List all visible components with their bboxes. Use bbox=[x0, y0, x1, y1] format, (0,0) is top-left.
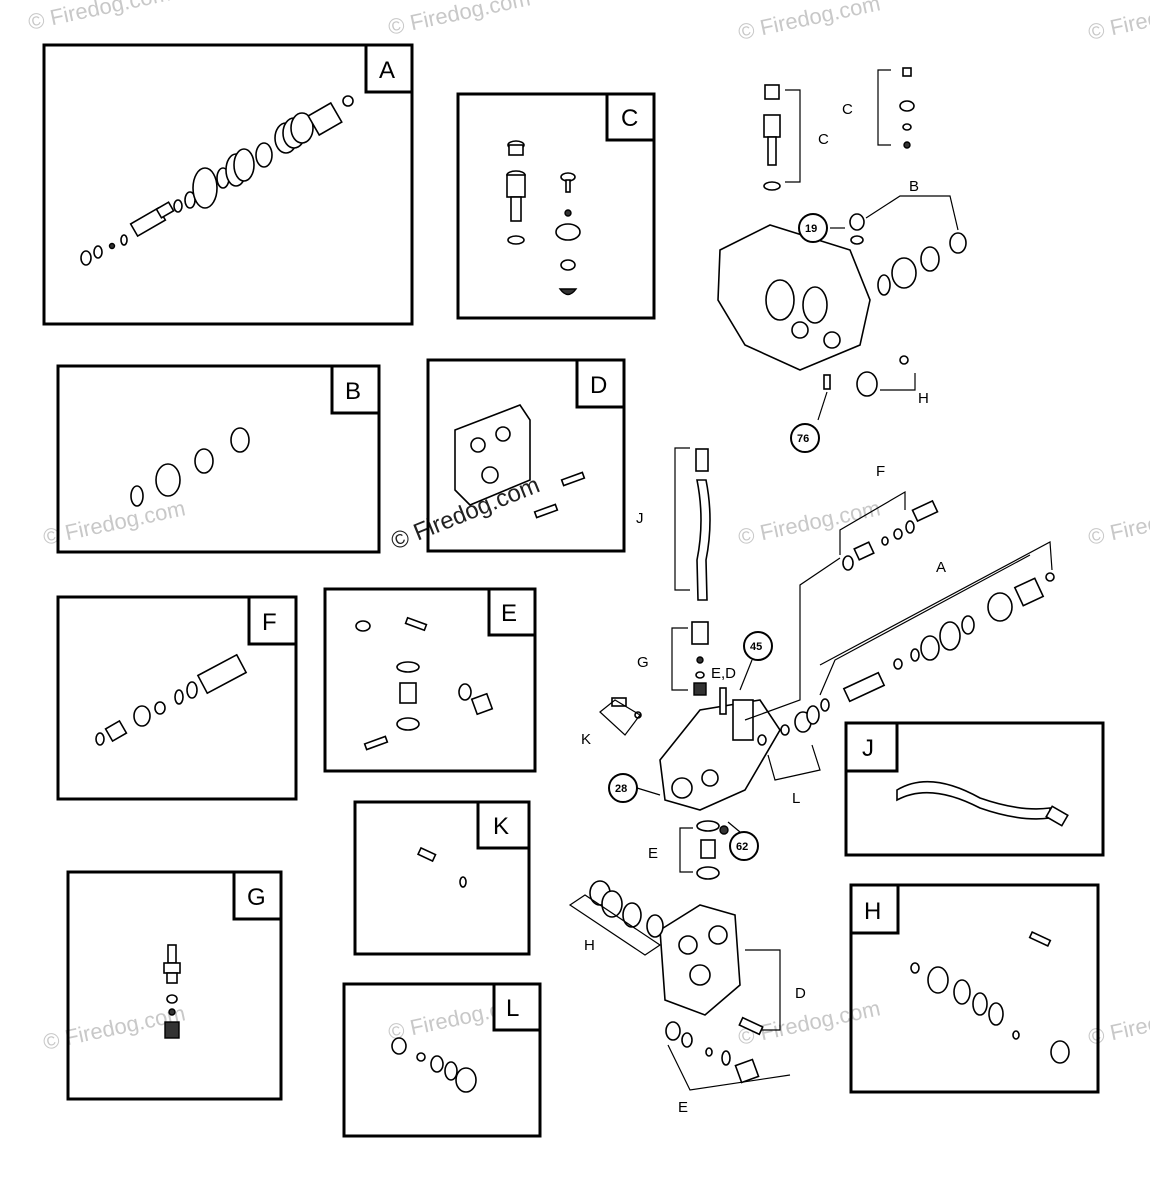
kit-box-b: B bbox=[56, 364, 381, 554]
callout-k: K bbox=[581, 731, 591, 748]
kit-box-c: C bbox=[456, 92, 656, 320]
kit-tag-b: B bbox=[330, 364, 381, 415]
kit-box-j: J bbox=[844, 721, 1105, 857]
kit-label-d: D bbox=[590, 372, 607, 399]
callout-l: L bbox=[792, 790, 800, 807]
watermark: © Firedog.com bbox=[41, 495, 188, 550]
callout-e-middle: E bbox=[648, 845, 658, 862]
kit-label-c: C bbox=[621, 105, 638, 132]
kit-h-parts bbox=[910, 930, 1070, 1064]
kit-label-b: B bbox=[345, 378, 361, 405]
kit-tag-c: C bbox=[605, 92, 656, 142]
callout-b: B bbox=[909, 178, 919, 195]
watermark: © Firedog.com bbox=[1086, 995, 1150, 1050]
kit-e-parts bbox=[355, 616, 494, 751]
kit-c-parts bbox=[506, 140, 581, 296]
kit-tag-e: E bbox=[487, 587, 537, 637]
kit-box-f: F bbox=[56, 595, 298, 801]
ref-45-label: 45 bbox=[750, 641, 762, 653]
callout-d-lower: D bbox=[795, 985, 806, 1002]
callout-e-d: E,D bbox=[711, 665, 736, 682]
watermark: © Firedog.com bbox=[26, 0, 173, 35]
ref-19: 19 bbox=[798, 213, 828, 243]
kit-tag-d: D bbox=[575, 358, 626, 409]
watermark: © Firedog.com bbox=[1086, 495, 1150, 550]
watermark: © Firedog.com bbox=[736, 995, 883, 1050]
kit-box-d: D bbox=[426, 358, 626, 553]
callouts: C C B H F A J G E,D K L E H D E bbox=[581, 101, 946, 1116]
kit-tag-k: K bbox=[476, 800, 531, 850]
pump-assembly-lower bbox=[568, 447, 1055, 1091]
kit-j-parts bbox=[896, 780, 1069, 827]
kit-tag-j: J bbox=[844, 721, 899, 773]
kit-tag-g: G bbox=[232, 870, 283, 921]
callout-c-upper: C bbox=[818, 131, 829, 148]
kit-label-j: J bbox=[862, 735, 874, 762]
ref-62: 62 bbox=[729, 831, 759, 861]
watermark: © Firedog.com bbox=[386, 0, 533, 40]
kit-box-g: G bbox=[66, 870, 283, 1101]
kit-l-parts bbox=[391, 1037, 477, 1093]
kit-box-h: H bbox=[849, 883, 1100, 1094]
callout-g: G bbox=[637, 654, 649, 671]
callout-h-lower: H bbox=[584, 937, 595, 954]
kit-label-f: F bbox=[262, 609, 277, 636]
kit-box-e: E bbox=[323, 587, 537, 773]
watermark: © Firedog.com bbox=[736, 495, 883, 550]
kit-box-a: A bbox=[42, 43, 414, 326]
kit-box-l: L bbox=[342, 982, 542, 1138]
kit-tag-a: A bbox=[364, 43, 414, 94]
callout-c-right: C bbox=[842, 101, 853, 118]
callout-j: J bbox=[636, 510, 644, 527]
watermark: © Firedog.com bbox=[736, 0, 883, 45]
kit-label-k: K bbox=[493, 813, 509, 840]
kit-d-parts bbox=[454, 404, 586, 519]
pump-assembly-upper bbox=[717, 67, 967, 421]
kit-label-g: G bbox=[247, 884, 266, 911]
kit-g-parts bbox=[163, 944, 181, 1039]
ref-62-label: 62 bbox=[736, 841, 748, 853]
callout-h: H bbox=[918, 390, 929, 407]
ref-76: 76 bbox=[790, 423, 820, 453]
kit-tag-f: F bbox=[247, 595, 298, 646]
callout-f: F bbox=[876, 463, 885, 480]
ref-45: 45 bbox=[743, 631, 773, 661]
kit-label-h: H bbox=[864, 898, 881, 925]
kit-tag-l: L bbox=[492, 982, 542, 1032]
callout-e-lower: E bbox=[678, 1099, 688, 1116]
kit-a-parts bbox=[80, 95, 354, 266]
ref-76-label: 76 bbox=[797, 433, 809, 445]
kit-b-parts bbox=[130, 427, 250, 507]
ref-28-label: 28 bbox=[615, 783, 627, 795]
kit-label-e: E bbox=[501, 600, 517, 627]
kit-label-a: A bbox=[379, 57, 395, 84]
watermark: © Firedog.com bbox=[1086, 0, 1150, 45]
kit-box-k: K bbox=[353, 800, 531, 956]
callout-a: A bbox=[936, 559, 946, 576]
kit-label-l: L bbox=[506, 995, 519, 1022]
ref-19-label: 19 bbox=[805, 223, 817, 235]
kit-f-parts bbox=[95, 653, 248, 746]
kit-k-parts bbox=[416, 846, 467, 888]
kit-tag-h: H bbox=[849, 883, 900, 935]
ref-28: 28 bbox=[608, 773, 638, 803]
